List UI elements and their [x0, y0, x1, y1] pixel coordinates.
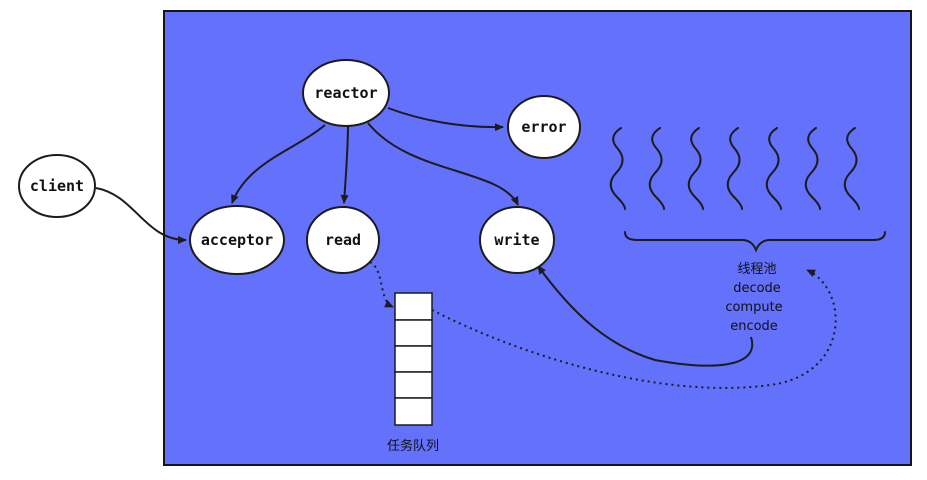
thread-pool-title: 线程池	[737, 262, 776, 277]
node-error-shape	[507, 95, 581, 159]
task-queue-slot	[394, 397, 433, 426]
edge-client-acceptor	[95, 187, 187, 244]
thread-line	[648, 127, 665, 210]
thread-pool-brace	[624, 231, 886, 253]
edge-queue-pool	[431, 269, 837, 389]
node-read-shape	[306, 206, 380, 274]
thread-line	[804, 127, 821, 210]
thread-line	[609, 127, 626, 210]
node-client-shape	[18, 154, 96, 218]
node-reactor-label: reactor	[314, 84, 377, 102]
node-error-label: error	[521, 118, 566, 136]
edge-reactor-read	[340, 124, 349, 204]
node-reactor: reactor	[302, 59, 390, 127]
task-queue-slot	[394, 371, 433, 399]
thread-line	[687, 127, 704, 210]
edge-pool-write	[537, 265, 754, 367]
thread-line	[726, 127, 743, 210]
edge-reactor-acceptor	[231, 124, 326, 204]
node-read-label: read	[325, 231, 361, 249]
node-reactor-shape	[302, 59, 390, 127]
task-queue-slot	[394, 319, 433, 347]
node-read: read	[306, 206, 380, 274]
thread-pool-step-encode: encode	[730, 319, 778, 334]
node-write-label: write	[494, 231, 539, 249]
node-error: error	[507, 95, 581, 159]
node-acceptor: acceptor	[189, 205, 285, 275]
task-queue-label: 任务队列	[387, 438, 439, 454]
thread-line	[843, 127, 860, 210]
thread-pool-step-compute: compute	[725, 300, 782, 315]
edge-reactor-write	[367, 122, 519, 206]
node-write: write	[479, 206, 555, 274]
edge-reactor-error	[387, 107, 504, 132]
thread-pool-threads	[609, 127, 860, 210]
node-client: client	[18, 154, 96, 218]
thread-pool-step-decode: decode	[733, 281, 781, 296]
task-queue-slot	[394, 345, 433, 373]
task-queue-slot	[394, 292, 433, 321]
task-queue	[394, 292, 433, 426]
node-acceptor-label: acceptor	[201, 231, 273, 249]
thread-line	[765, 127, 782, 210]
node-acceptor-shape	[189, 205, 285, 275]
node-client-label: client	[30, 177, 84, 195]
node-write-shape	[479, 206, 555, 274]
edges	[95, 107, 837, 389]
